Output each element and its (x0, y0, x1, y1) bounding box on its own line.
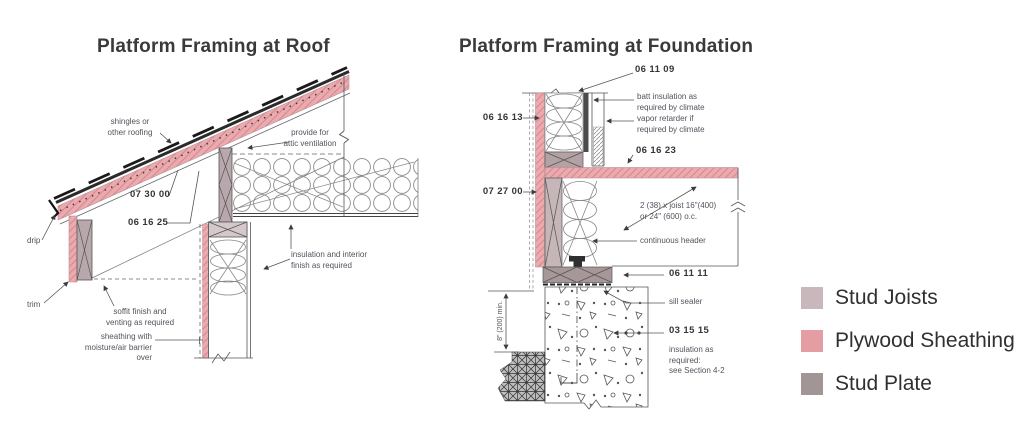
floor-sheathing (544, 167, 739, 179)
roof-plywood-sheathing (57, 74, 350, 221)
foundation-wall-sheathing (535, 92, 545, 268)
roof-leader-lines (41, 132, 294, 344)
earth-hatch (497, 351, 546, 402)
interior-finish (593, 126, 604, 167)
vapor-retarder (583, 93, 589, 152)
foundation-drawing (488, 72, 746, 410)
foundation-wall-insulation (545, 93, 583, 152)
wall-insulation (209, 239, 247, 296)
wall-stud (218, 147, 233, 223)
rim-insulation (562, 180, 598, 266)
anchor-bolt (569, 256, 585, 262)
sill-plate (542, 266, 613, 283)
wall-sheathing (202, 223, 209, 359)
shingles (55, 70, 350, 204)
concrete-foundation (544, 286, 649, 410)
roof-drawing (41, 66, 419, 364)
